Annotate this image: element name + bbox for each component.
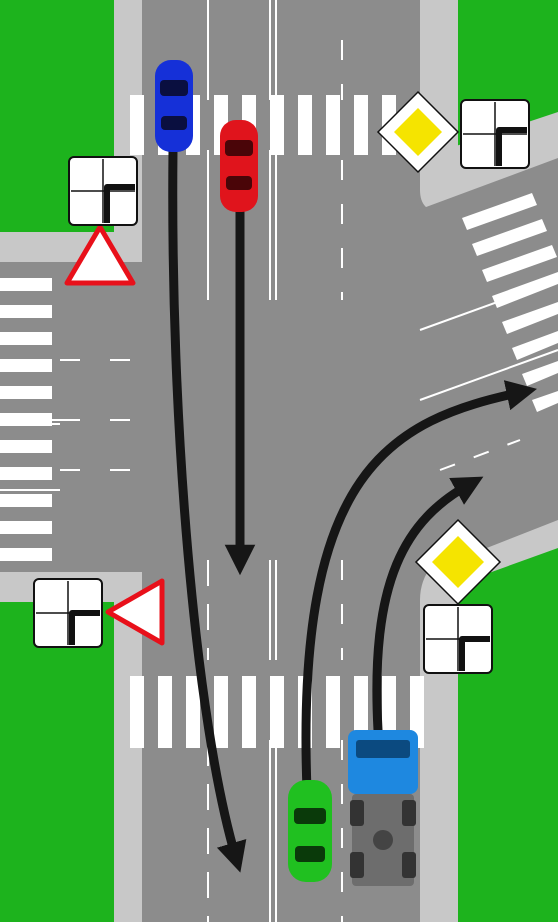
- blue-car: [155, 60, 193, 152]
- truck-path-arrow: [372, 476, 484, 735]
- diamond-sign-icon: [432, 536, 484, 588]
- yield-sign-left-bottom: [105, 578, 165, 646]
- road-shape-icon: [69, 610, 100, 645]
- yield-sign-left-top: [64, 224, 136, 286]
- crosswalk-bottom: [130, 676, 424, 748]
- crosswalk-right: [462, 193, 558, 412]
- green-car-path-arrow: [301, 380, 537, 795]
- blue-truck: [348, 730, 418, 886]
- crosswalk-left: [0, 278, 52, 561]
- road-shape-icon: [104, 184, 135, 223]
- priority-direction-plate-left-bottom: [33, 578, 103, 648]
- road-shape-icon: [459, 636, 490, 671]
- priority-road-sign-top: [376, 90, 460, 174]
- triangle-sign-icon: [64, 224, 136, 286]
- priority-direction-plate-left-top: [68, 156, 138, 226]
- priority-direction-plate-bottom-right: [423, 604, 493, 674]
- red-car: [220, 120, 258, 212]
- trajectory-arrows: [168, 145, 537, 873]
- blue-car-path-arrow: [168, 145, 247, 873]
- green-car: [288, 780, 332, 882]
- diamond-sign-icon: [394, 108, 442, 156]
- triangle-sign-icon: [105, 578, 165, 646]
- priority-road-sign-bottom: [414, 518, 502, 606]
- road-shape-icon: [496, 127, 527, 166]
- priority-direction-plate-top-right: [460, 99, 530, 169]
